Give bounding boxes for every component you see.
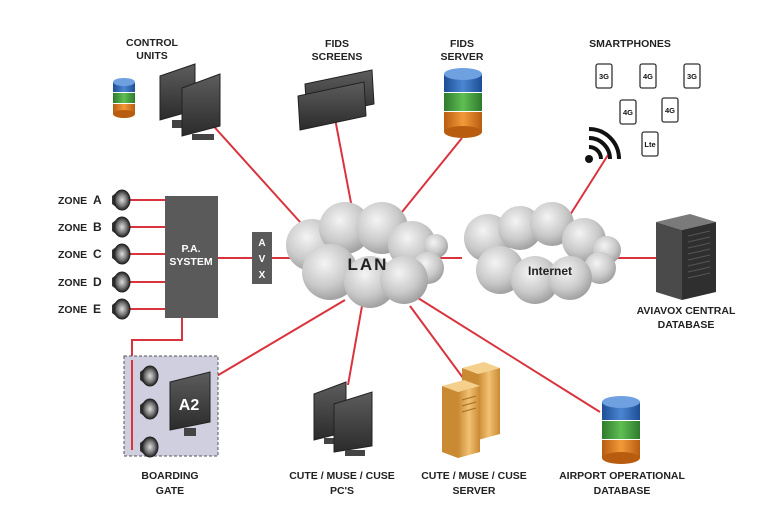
zone-letter: A <box>93 193 102 207</box>
avx-letter: A <box>258 238 265 249</box>
speaker-icon <box>112 243 131 265</box>
phone-network-label: 4G <box>643 72 653 81</box>
airport-db-label-2: DATABASE <box>594 485 651 497</box>
gate-display-icon: A2 <box>169 371 211 436</box>
avx-letter: X <box>259 270 266 281</box>
zone-label: ZONE <box>58 277 87 289</box>
smartphones: SMARTPHONES 3G 4G 3G 4G 4G Lte <box>585 38 701 163</box>
cute-server-label-2: SERVER <box>453 485 496 497</box>
avx-letter: V <box>259 254 266 265</box>
lan-cloud: LAN <box>286 202 448 308</box>
phone-network-label: 4G <box>665 106 675 115</box>
database-icon <box>113 78 135 118</box>
phone-icon: 3G <box>683 63 701 89</box>
phone-network-label: 3G <box>599 72 609 81</box>
zone-row: ZONE E <box>58 298 131 320</box>
pa-system: P.A. SYSTEM <box>165 196 218 318</box>
pa-system-box <box>165 196 218 318</box>
database-icon <box>602 396 640 464</box>
phone-icon: 3G <box>595 63 613 89</box>
aviavox-central-database: AVIAVOX CENTRAL DATABASE <box>637 214 736 331</box>
speaker-icon <box>112 271 131 293</box>
speaker-icon <box>140 398 159 420</box>
zone-letter: E <box>93 302 101 316</box>
zone-label: ZONE <box>58 304 87 316</box>
zone-label: ZONE <box>58 222 87 234</box>
control-units-label-2: UNITS <box>136 50 168 62</box>
zone-label: ZONE <box>58 195 87 207</box>
zone-letter: C <box>93 247 102 261</box>
monitor-icon <box>181 73 221 140</box>
speaker-icon <box>112 189 131 211</box>
boarding-gate-label-1: BOARDING <box>141 470 198 482</box>
monitor-icon <box>333 391 373 456</box>
zone-row: ZONE D <box>58 271 131 293</box>
zone-row: ZONE B <box>58 216 131 238</box>
connection-lines <box>128 99 658 448</box>
internet-cloud: Internet <box>464 202 621 304</box>
speaker-icon <box>140 365 159 387</box>
server-icon <box>442 380 480 458</box>
internet-label: Internet <box>528 264 572 278</box>
phone-network-label: 4G <box>623 108 633 117</box>
zone-row: ZONE C <box>58 243 131 265</box>
cute-server-label-1: CUTE / MUSE / CUSE <box>421 470 527 482</box>
speaker-icon <box>140 436 159 458</box>
aviavox-db-label-2: DATABASE <box>658 319 715 331</box>
fids-server: FIDS SERVER <box>441 38 484 138</box>
pa-system-label-2: SYSTEM <box>169 256 212 268</box>
avx-box: A V X <box>252 232 272 284</box>
smartphones-label: SMARTPHONES <box>589 38 671 50</box>
fids-screens-label-2: SCREENS <box>312 51 363 63</box>
cute-pcs: CUTE / MUSE / CUSE PC'S <box>289 381 395 497</box>
phone-icon: Lte <box>641 131 659 157</box>
airport-db-label-1: AIRPORT OPERATIONAL <box>559 470 685 482</box>
fids-screens: FIDS SCREENS <box>297 38 375 131</box>
phone-icon: 4G <box>619 99 637 125</box>
speaker-icon <box>112 298 131 320</box>
fids-server-label-2: SERVER <box>441 51 484 63</box>
control-units-label-1: CONTROL <box>126 37 178 49</box>
cute-pcs-label-1: CUTE / MUSE / CUSE <box>289 470 395 482</box>
wifi-icon <box>585 127 621 163</box>
phone-network-label: 3G <box>687 72 697 81</box>
cute-pcs-label-2: PC'S <box>330 485 354 497</box>
zone-row: ZONE A <box>58 189 131 211</box>
pa-system-label-1: P.A. <box>181 243 200 255</box>
screen-icon <box>297 81 367 131</box>
control-units: CONTROL UNITS <box>113 37 221 140</box>
zone-letter: D <box>93 275 102 289</box>
airport-operational-database: AIRPORT OPERATIONAL DATABASE <box>559 396 685 497</box>
gate-sign-label: A2 <box>179 397 200 414</box>
zone-letter: B <box>93 220 102 234</box>
speaker-icon <box>112 216 131 238</box>
server-tower-icon <box>656 214 716 300</box>
aviavox-db-label-1: AVIAVOX CENTRAL <box>637 305 736 317</box>
lan-label: LAN <box>348 255 389 274</box>
cute-server: CUTE / MUSE / CUSE SERVER <box>421 362 527 497</box>
phone-icon: 4G <box>639 63 657 89</box>
zones: ZONE A ZONE B ZONE C ZONE D <box>58 189 131 320</box>
phone-icon: 4G <box>661 97 679 123</box>
fids-screens-label-1: FIDS <box>325 38 349 50</box>
database-icon <box>444 68 482 138</box>
boarding-gate: A2 BOARDING GATE <box>123 355 219 497</box>
fids-server-label-1: FIDS <box>450 38 474 50</box>
phone-network-label: Lte <box>644 140 655 149</box>
zone-label: ZONE <box>58 249 87 261</box>
boarding-gate-label-2: GATE <box>156 485 184 497</box>
